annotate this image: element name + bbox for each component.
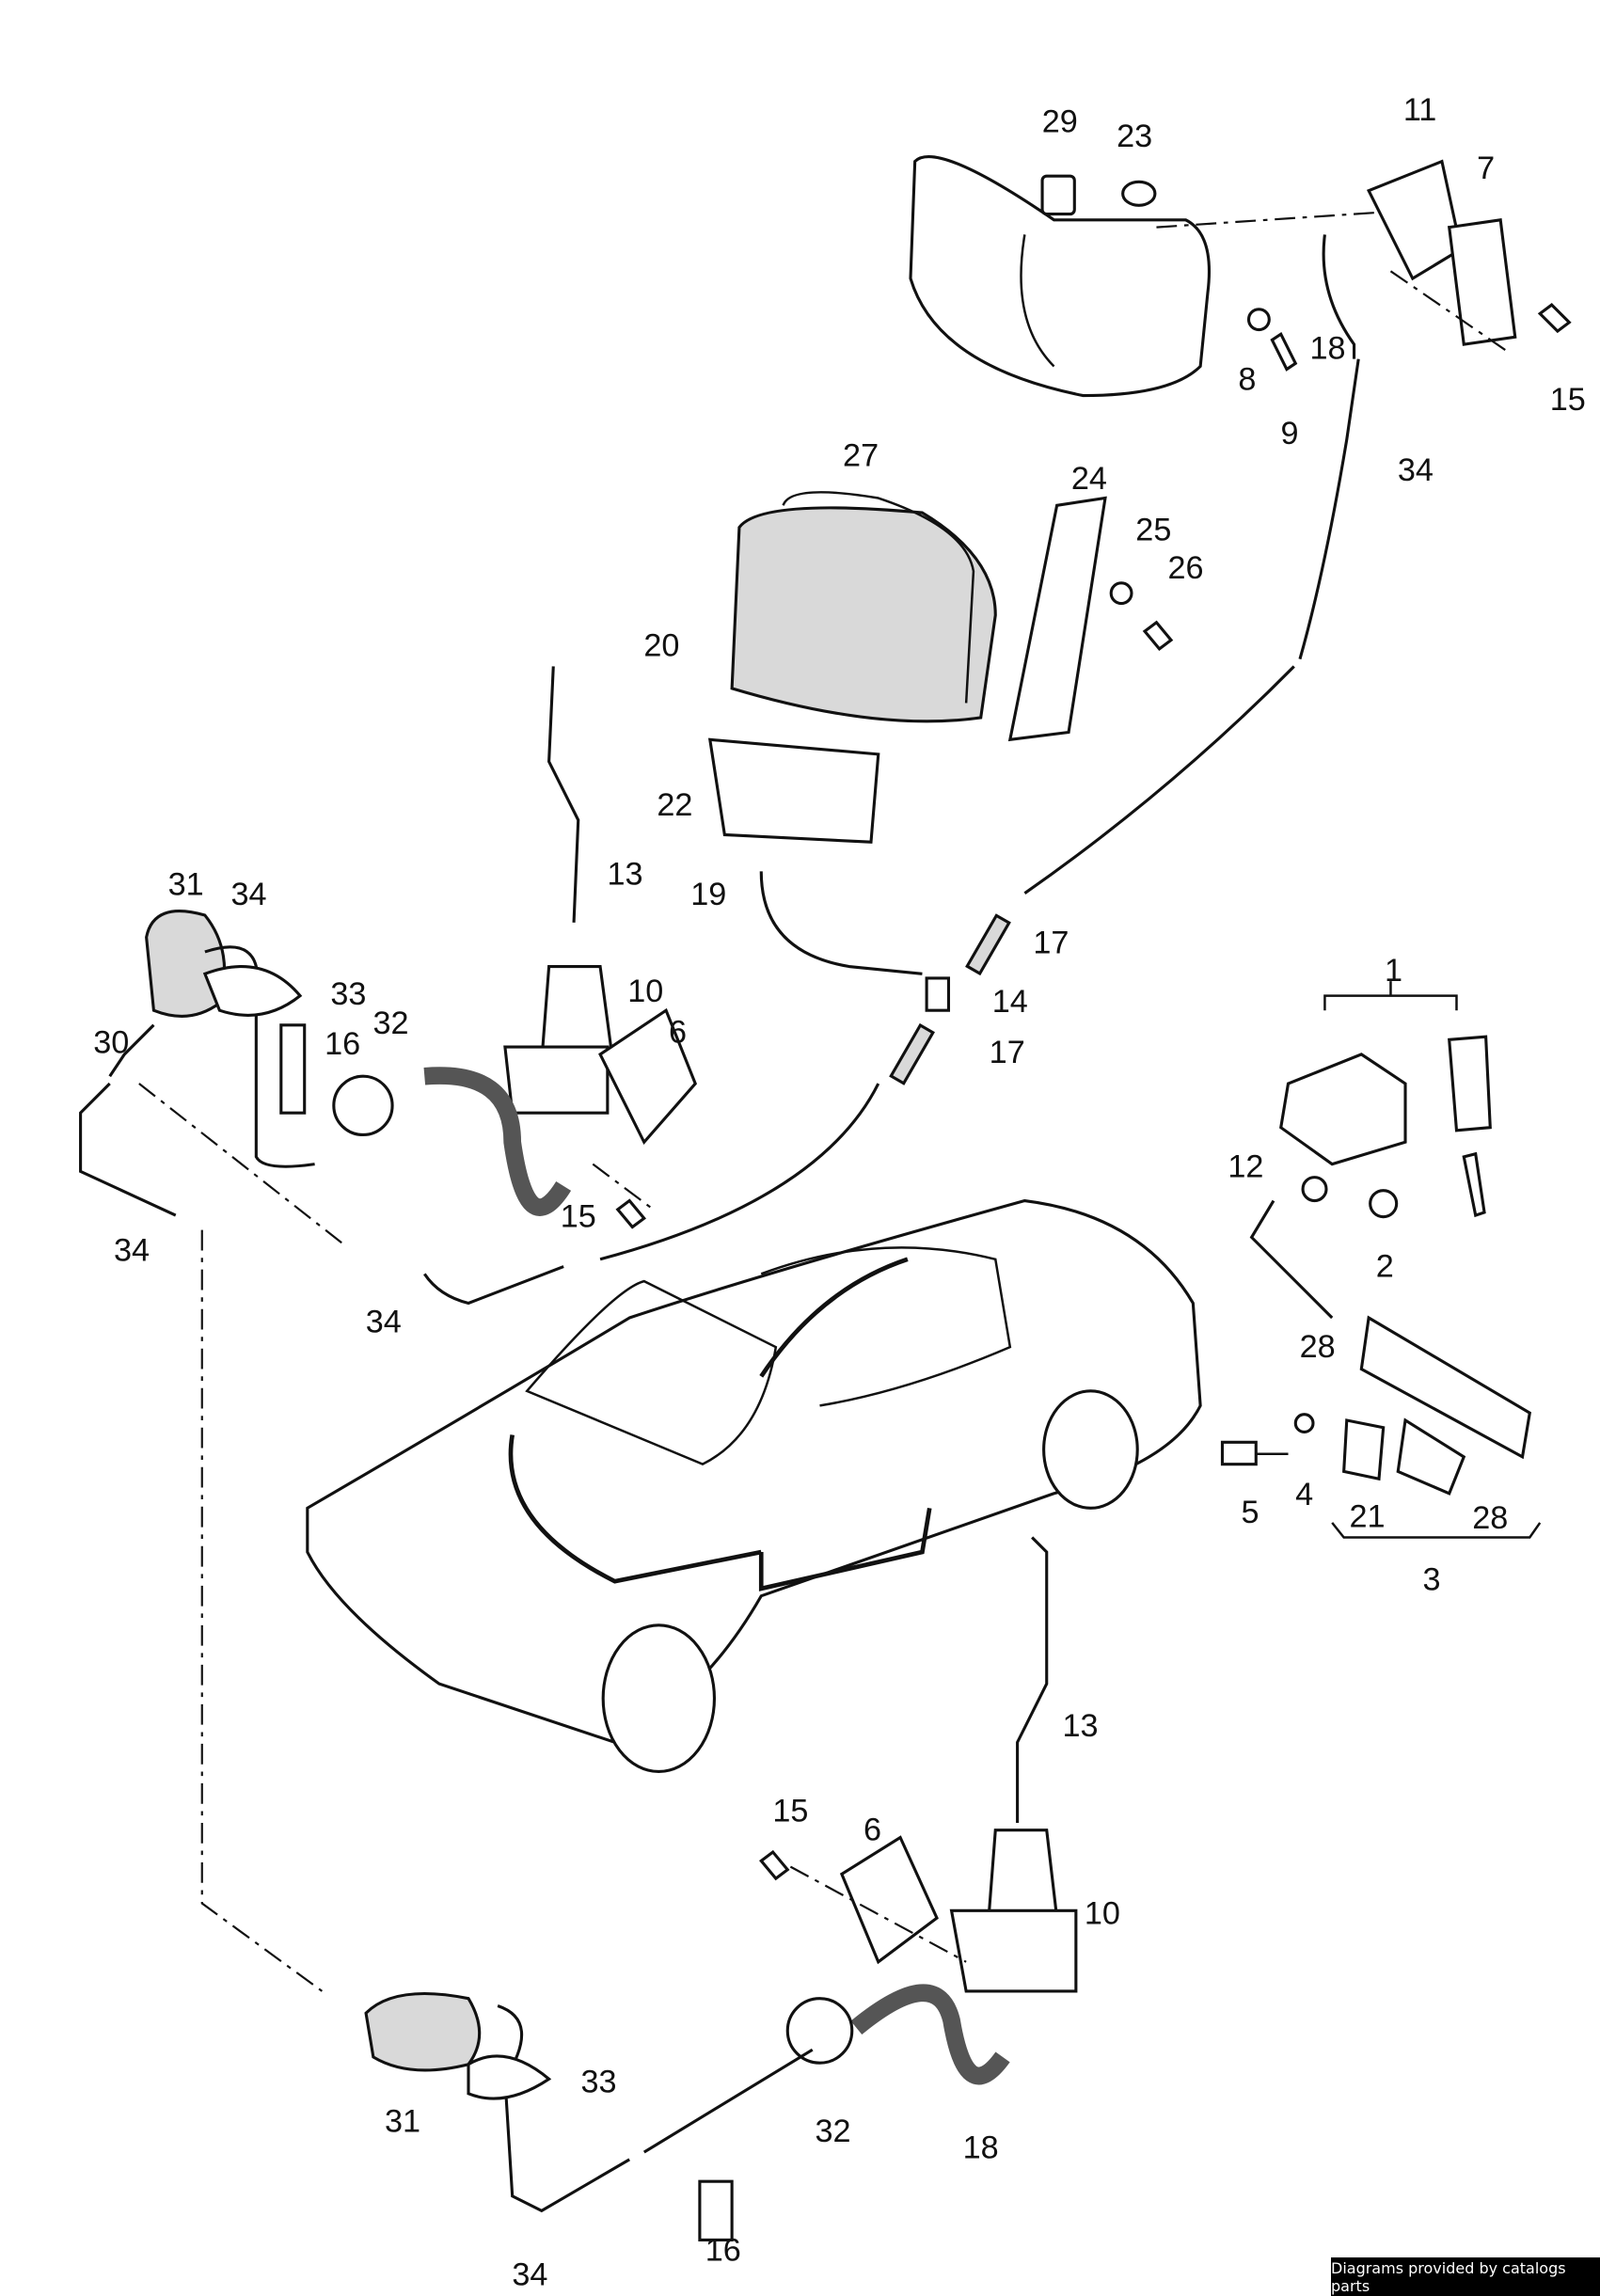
label-32: 32 (372, 1005, 408, 1041)
label-27: 27 (843, 437, 879, 473)
label-16: 16 (705, 2232, 741, 2268)
label-23: 23 (1117, 119, 1152, 154)
label-33: 33 (580, 2064, 616, 2099)
label-12: 12 (1228, 1149, 1263, 1185)
label-15: 15 (772, 1793, 808, 1829)
label-24: 24 (1071, 461, 1107, 497)
label-18: 18 (1310, 331, 1346, 367)
label-34: 34 (114, 1232, 150, 1268)
label-33: 33 (330, 976, 366, 1012)
label-6: 6 (669, 1014, 687, 1050)
mirror-housing (909, 155, 1212, 398)
label-30: 30 (93, 1024, 129, 1060)
part-14 (925, 976, 951, 1012)
label-2: 2 (1376, 1248, 1394, 1284)
label-32: 32 (815, 2114, 850, 2149)
label-10: 10 (627, 974, 663, 1009)
label-9: 9 (1281, 416, 1299, 451)
label-22: 22 (657, 787, 692, 823)
label-10: 10 (1085, 1895, 1120, 1931)
label-18: 18 (963, 2130, 999, 2165)
label-15: 15 (1550, 382, 1586, 418)
label-34: 34 (231, 877, 267, 912)
part-23 (1121, 180, 1157, 207)
label-34: 34 (366, 1305, 402, 1340)
part-6a (598, 1007, 698, 1146)
label-3: 3 (1423, 1561, 1441, 1597)
label-25: 25 (1135, 513, 1171, 548)
label-13: 13 (607, 856, 642, 892)
label-1: 1 (1385, 953, 1402, 989)
label-34: 34 (512, 2257, 547, 2293)
part-24 (1007, 496, 1107, 742)
watermark-badge: Diagrams provided by catalogs parts (1331, 2257, 1600, 2296)
label-21: 21 (1350, 1499, 1386, 1535)
part-17b (889, 1022, 935, 1085)
label-29: 29 (1042, 103, 1078, 139)
mirror-actuator (1366, 159, 1463, 281)
label-17: 17 (1033, 926, 1069, 961)
label-4: 4 (1295, 1477, 1313, 1512)
label-28: 28 (1300, 1329, 1336, 1365)
part-28-switch (1359, 1315, 1532, 1460)
label-34: 34 (1398, 452, 1434, 488)
part-labels: 29 23 11 7 8 18 9 15 34 27 24 25 26 20 2… (93, 92, 1586, 2293)
label-17: 17 (990, 1035, 1025, 1070)
part-31b (364, 1991, 482, 2072)
label-8: 8 (1238, 361, 1256, 397)
label-7: 7 (1477, 150, 1495, 186)
label-15: 15 (561, 1199, 596, 1235)
label-6: 6 (863, 1813, 881, 1848)
label-11: 11 (1403, 92, 1437, 128)
part-29 (1040, 174, 1076, 216)
part-31a (145, 910, 227, 1018)
part-6b (839, 1835, 939, 1965)
label-19: 19 (690, 877, 726, 912)
label-14: 14 (992, 984, 1028, 1020)
label-28: 28 (1472, 1500, 1508, 1536)
label-5: 5 (1242, 1495, 1259, 1530)
car-illustration (306, 1198, 1202, 1774)
label-31: 31 (385, 2103, 420, 2139)
label-26: 26 (1168, 550, 1204, 586)
part-1 (1279, 1053, 1407, 1166)
part-22 (707, 737, 880, 844)
part-17a (965, 913, 1011, 976)
label-16: 16 (325, 1026, 360, 1062)
part-20 (730, 506, 997, 723)
label-31: 31 (168, 866, 204, 902)
part-16b (698, 2179, 734, 2242)
bracket-7 (1447, 218, 1517, 346)
label-20: 20 (643, 628, 679, 664)
label-13: 13 (1062, 1708, 1098, 1744)
